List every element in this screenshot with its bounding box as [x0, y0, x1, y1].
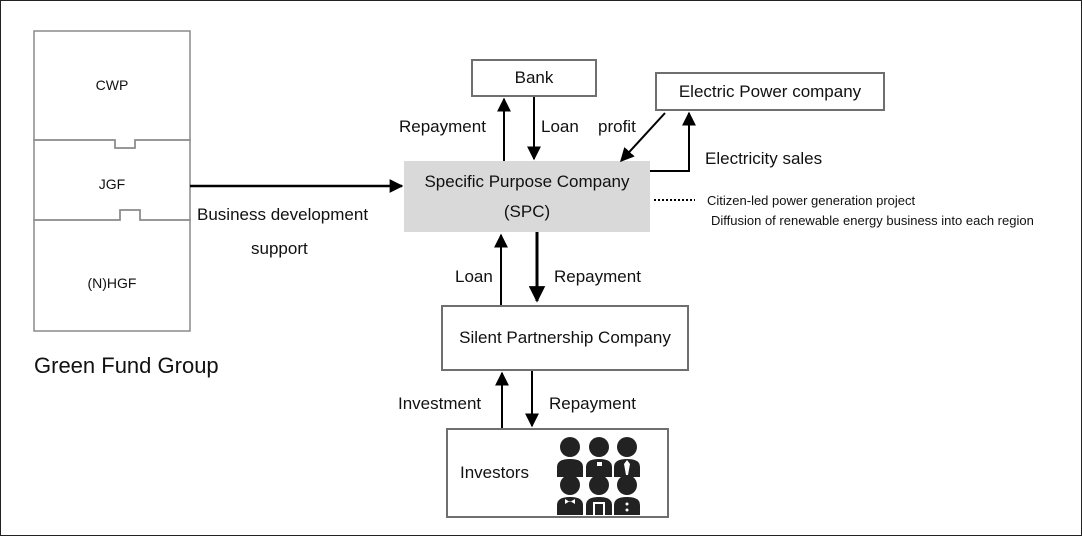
profit-arrow [620, 112, 666, 163]
bank-box: Bank [471, 59, 597, 97]
silent-repayment-label: Repayment [554, 267, 641, 286]
support-label-line2: support [251, 239, 308, 258]
electric-power-box: Electric Power company [655, 72, 885, 111]
spc-name-label: Specific Purpose Company [424, 171, 630, 191]
bank-loan-label: Loan [541, 117, 579, 136]
electricity-sales-arrow [650, 111, 696, 172]
silent-partnership-box: Silent Partnership Company [441, 305, 689, 371]
silent-loan-label: Loan [455, 267, 493, 286]
person-bowtie-icon [557, 475, 583, 515]
bank-repayment-label: Repayment [399, 117, 486, 136]
electric-power-label: Electric Power company [678, 81, 862, 101]
spc-box: Specific Purpose Company (SPC) [404, 161, 650, 232]
spc-abbr-label: (SPC) [503, 201, 551, 221]
support-label-line1: Business development [197, 205, 369, 224]
person-tie-icon [614, 437, 640, 477]
person-apron-icon [586, 475, 612, 515]
bank-label: Bank [514, 68, 554, 87]
silent-partnership-label: Silent Partnership Company [459, 328, 671, 347]
investor-repayment-label: Repayment [549, 394, 636, 413]
person-icon [557, 437, 583, 477]
person-buttons-icon [614, 475, 640, 515]
person-badge-icon [586, 437, 612, 477]
note-line1: Citizen-led power generation project [707, 193, 916, 208]
note-line2: Diffusion of renewable energy business i… [711, 213, 1034, 228]
fund-member-jgf: JGF [98, 176, 126, 192]
investment-label: Investment [398, 394, 482, 413]
profit-label: profit [598, 117, 636, 136]
fund-member-cwp: CWP [95, 77, 129, 93]
fund-group-title: Green Fund Group [34, 353, 219, 378]
investors-label: Investors [460, 463, 529, 482]
electricity-sales-label: Electricity sales [705, 149, 823, 168]
fund-box-hgf-shape [33, 209, 191, 332]
fund-member-hgf: (N)HGF [87, 275, 137, 291]
